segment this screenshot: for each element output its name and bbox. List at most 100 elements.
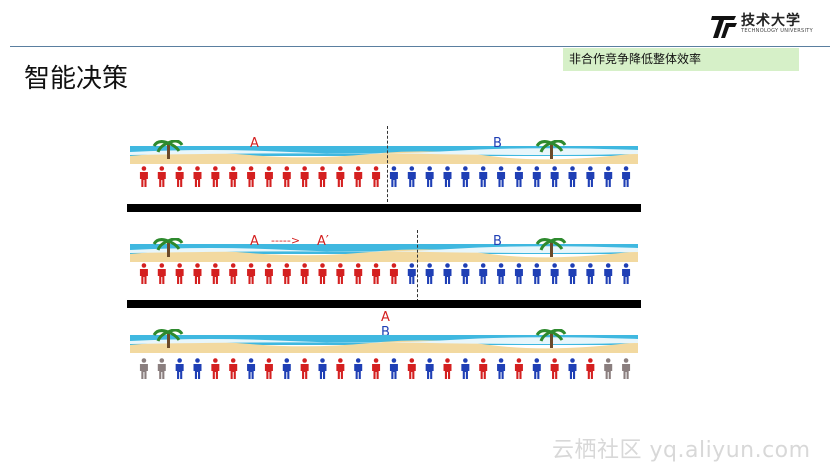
person-icon xyxy=(175,166,184,187)
person-icon xyxy=(389,166,398,187)
person-icon xyxy=(264,166,273,187)
person-icon xyxy=(604,166,613,187)
person-icon xyxy=(443,166,452,187)
person-icon xyxy=(479,263,488,284)
person-icon xyxy=(229,358,238,379)
person-icon xyxy=(193,166,202,187)
person-icon xyxy=(247,263,256,284)
person-icon xyxy=(354,263,363,284)
road-bar-1 xyxy=(127,204,641,212)
person-icon xyxy=(354,166,363,187)
person-icon xyxy=(193,263,202,284)
person-icon xyxy=(514,263,523,284)
person-icon xyxy=(532,358,541,379)
person-icon xyxy=(407,358,416,379)
person-icon xyxy=(372,263,381,284)
header-rule xyxy=(10,46,830,47)
divider-line-1 xyxy=(387,126,388,202)
label-a: A xyxy=(381,310,390,325)
person-icon xyxy=(175,263,184,284)
person-icon xyxy=(157,263,166,284)
person-icon xyxy=(425,358,434,379)
person-icon xyxy=(318,166,327,187)
person-icon xyxy=(407,166,416,187)
person-icon xyxy=(568,166,577,187)
person-icon xyxy=(550,358,559,379)
person-icon xyxy=(479,358,488,379)
person-icon xyxy=(479,166,488,187)
person-icon xyxy=(247,166,256,187)
divider-line-2 xyxy=(417,230,418,302)
label-b: B xyxy=(493,136,502,151)
person-icon xyxy=(514,166,523,187)
person-icon xyxy=(354,358,363,379)
person-icon xyxy=(175,358,184,379)
person-icon xyxy=(229,166,238,187)
person-icon xyxy=(550,263,559,284)
person-icon xyxy=(443,263,452,284)
palm-tree-icon xyxy=(535,238,567,257)
person-icon xyxy=(407,263,416,284)
person-icon xyxy=(157,166,166,187)
label-a: A xyxy=(250,136,259,151)
person-icon xyxy=(300,263,309,284)
palm-tree-icon xyxy=(152,329,184,348)
person-icon xyxy=(461,263,470,284)
person-icon xyxy=(139,358,148,379)
beach-strip-2 xyxy=(130,238,638,262)
person-icon xyxy=(461,166,470,187)
person-icon xyxy=(425,263,434,284)
person-icon xyxy=(622,263,631,284)
caption-box: 非合作竞争降低整体效率 xyxy=(563,48,799,71)
person-icon xyxy=(139,263,148,284)
person-icon xyxy=(193,358,202,379)
person-icon xyxy=(211,166,220,187)
person-icon xyxy=(389,263,398,284)
person-icon xyxy=(604,263,613,284)
person-icon xyxy=(336,263,345,284)
watermark: 云栖社区 yq.aliyun.com xyxy=(552,438,811,463)
person-icon xyxy=(532,166,541,187)
people-row-3 xyxy=(139,358,631,379)
road-bar-2 xyxy=(127,300,641,308)
logo-text: 技术大学 xyxy=(741,13,801,29)
university-logo-icon xyxy=(711,16,737,38)
person-icon xyxy=(336,166,345,187)
person-icon xyxy=(372,166,381,187)
person-icon xyxy=(604,358,613,379)
label-b: B xyxy=(493,234,502,249)
person-icon xyxy=(586,166,595,187)
label-a: A xyxy=(250,234,259,249)
logo-subtitle: TECHNOLOGY UNIVERSITY xyxy=(741,28,813,34)
person-icon xyxy=(568,358,577,379)
person-icon xyxy=(157,358,166,379)
label-a-prime: A′ xyxy=(317,234,329,249)
palm-tree-icon xyxy=(152,140,184,159)
person-icon xyxy=(497,358,506,379)
person-icon xyxy=(264,263,273,284)
person-icon xyxy=(372,358,381,379)
person-icon xyxy=(461,358,470,379)
people-row-1 xyxy=(139,166,631,187)
person-icon xyxy=(622,166,631,187)
person-icon xyxy=(336,358,345,379)
person-icon xyxy=(318,358,327,379)
person-icon xyxy=(247,358,256,379)
person-icon xyxy=(211,358,220,379)
beach-strip-1 xyxy=(130,140,638,164)
person-icon xyxy=(282,358,291,379)
person-icon xyxy=(568,263,577,284)
person-icon xyxy=(497,263,506,284)
person-icon xyxy=(229,263,238,284)
person-icon xyxy=(282,263,291,284)
person-icon xyxy=(514,358,523,379)
page-title: 智能决策 xyxy=(24,64,129,94)
person-icon xyxy=(622,358,631,379)
person-icon xyxy=(282,166,291,187)
person-icon xyxy=(300,166,309,187)
palm-tree-icon xyxy=(152,238,184,257)
person-icon xyxy=(425,166,434,187)
person-icon xyxy=(300,358,309,379)
person-icon xyxy=(389,358,398,379)
person-icon xyxy=(443,358,452,379)
